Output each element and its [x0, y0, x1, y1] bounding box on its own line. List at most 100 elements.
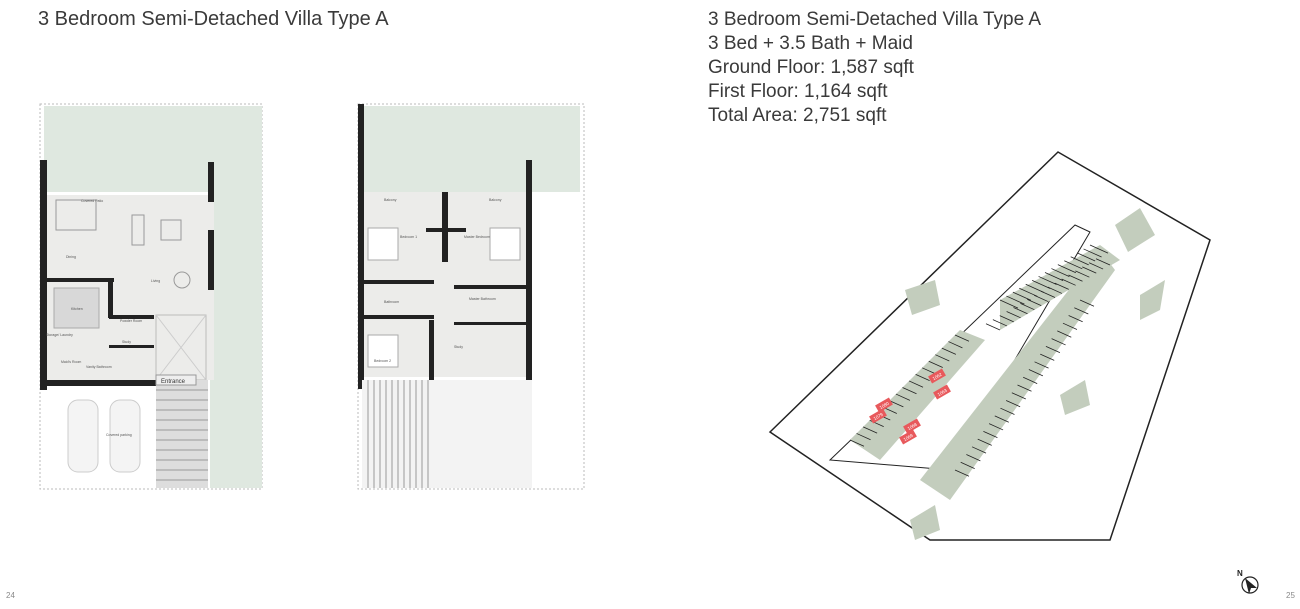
- unit-divider: [1012, 291, 1032, 301]
- unit-divider: [1088, 262, 1104, 270]
- unit-divider: [960, 461, 975, 469]
- unit-divider: [1068, 315, 1083, 323]
- room-master-bathroom: Master Bathroom: [469, 297, 496, 301]
- highlighted-unit: 1062: [928, 368, 946, 384]
- unit-number: 1079: [873, 412, 885, 422]
- unit-divider: [999, 299, 1019, 309]
- unit-divider: [985, 323, 1001, 331]
- page-title-left: 3 Bedroom Semi-Detached Villa Type A: [38, 8, 389, 30]
- highlighted-unit: 1079: [869, 408, 887, 424]
- unit-divider: [1089, 244, 1109, 254]
- unit-divider: [994, 415, 1009, 423]
- unit-divider: [992, 319, 1008, 327]
- compass-icon: N: [1237, 569, 1259, 594]
- unit-divider: [1027, 298, 1042, 306]
- unit-divider: [1033, 294, 1049, 302]
- unit-divider: [895, 393, 911, 401]
- room-maids: Maid's Room: [61, 360, 81, 364]
- room-balcony-right: Balcony: [489, 198, 502, 202]
- unit-divider: [1038, 276, 1057, 285]
- unit-divider: [1000, 407, 1015, 415]
- unit-divider: [1061, 278, 1076, 286]
- highlighted-unit: 1080: [875, 397, 893, 413]
- unit-number: 1080: [879, 401, 891, 411]
- room-living: Living: [151, 279, 160, 283]
- room-study: Study: [122, 340, 131, 344]
- room-parking: Covered parking: [106, 433, 132, 437]
- highlighted-unit: 1069: [899, 429, 917, 445]
- unit-divider: [1057, 330, 1072, 338]
- unit-divider: [1076, 252, 1096, 262]
- unit-divider: [1054, 282, 1069, 290]
- unit-divider: [1082, 266, 1097, 274]
- unit-divider: [1047, 286, 1063, 294]
- room-storage: Storage/ Laundry: [46, 333, 73, 337]
- unit-number: 1068: [907, 422, 919, 432]
- unit-divider: [908, 380, 924, 388]
- unit-divider: [849, 439, 865, 447]
- unit-divider: [971, 446, 987, 454]
- room-kitchen: Kitchen: [71, 307, 83, 311]
- unit-divider: [935, 354, 950, 362]
- unit-divider: [1040, 353, 1055, 361]
- unit-divider: [1031, 279, 1051, 289]
- highlighted-unit: 1063: [933, 384, 951, 400]
- unit-divider: [1028, 369, 1044, 377]
- unit-divider: [1064, 260, 1083, 270]
- unit-divider: [1006, 295, 1025, 305]
- room-master-bedroom: Master Bedroom: [464, 235, 490, 239]
- unit-divider: [1005, 400, 1021, 408]
- unit-divider: [954, 469, 970, 477]
- unit-divider: [1025, 283, 1044, 293]
- unit-divider: [1057, 264, 1077, 274]
- unit-divider: [988, 423, 1004, 431]
- unit-number: 1062: [932, 372, 944, 382]
- first-floor-plan: Balcony Balcony Bedroom 1 Master Bedroom…: [357, 103, 585, 490]
- unit-info: 3 Bedroom Semi-Detached Villa Type A 3 B…: [708, 8, 1041, 128]
- unit-divider: [1044, 272, 1064, 281]
- unit-divider: [902, 387, 917, 395]
- compass-north-label: N: [1237, 569, 1243, 578]
- ground-floor-area: Ground Floor: 1,587 sqft: [708, 57, 914, 78]
- unit-divider: [1011, 392, 1026, 400]
- unit-divider: [1013, 307, 1028, 315]
- unit-divider: [1095, 258, 1111, 266]
- ground-floor-plan: Covered Patio Dining Living Kitchen Stor…: [39, 103, 263, 490]
- unit-divider: [1020, 303, 1035, 311]
- room-vanity: Vanity Bathroom: [86, 365, 112, 369]
- unit-divider: [856, 433, 871, 441]
- unit-divider: [1068, 274, 1083, 282]
- room-bedroom-1: Bedroom 1: [400, 235, 417, 239]
- unit-divider: [999, 315, 1014, 323]
- unit-divider: [1051, 338, 1066, 346]
- unit-divider: [966, 454, 981, 462]
- unit-divider: [1062, 322, 1078, 330]
- room-dining: Dining: [66, 255, 76, 259]
- unit-divider: [1017, 384, 1032, 392]
- unit-divider: [1006, 311, 1021, 319]
- room-powder: Powder Room: [120, 319, 142, 323]
- unit-divider: [922, 367, 937, 375]
- room-balcony-left: Balcony: [384, 198, 397, 202]
- room-study-ff: Study: [454, 345, 463, 349]
- unit-divider: [1074, 307, 1089, 315]
- unit-divider: [1070, 256, 1089, 266]
- unit-divider: [948, 341, 963, 349]
- unit-divider: [1075, 270, 1090, 278]
- unit-divider: [983, 430, 998, 439]
- unit-divider: [1034, 361, 1049, 369]
- unit-divider: [889, 400, 904, 408]
- unit-divider: [1051, 268, 1070, 278]
- unit-number: 1069: [903, 433, 915, 443]
- room-bedroom-2: Bedroom 2: [374, 359, 391, 363]
- unit-divider: [915, 374, 930, 382]
- unit-divider: [954, 334, 970, 342]
- total-area: Total Area: 2,751 sqft: [708, 105, 887, 126]
- bed-bath-summary: 3 Bed + 3.5 Bath + Maid: [708, 33, 913, 54]
- unit-divider: [1045, 345, 1061, 354]
- unit-divider: [862, 426, 878, 434]
- page-title-right: 3 Bedroom Semi-Detached Villa Type A: [708, 9, 1042, 30]
- room-bathroom: Bathroom: [384, 300, 399, 304]
- first-floor-area: First Floor: 1,164 sqft: [708, 81, 888, 102]
